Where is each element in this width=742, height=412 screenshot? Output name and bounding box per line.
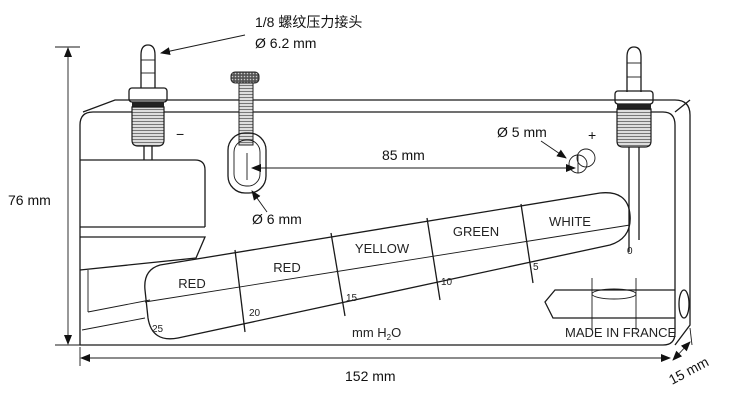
scale-divider	[520, 203, 534, 284]
band-label: WHITE	[549, 214, 591, 229]
tick-label: 10	[441, 277, 453, 288]
level-vial: MADE IN FRANCE	[544, 278, 690, 340]
hole-diameter: Ø 5 mm	[497, 124, 547, 140]
mounting-hole	[568, 148, 596, 174]
tick-label: 5	[533, 262, 539, 273]
scale-divider	[234, 249, 246, 333]
height-dimension: 76 mm	[8, 192, 51, 208]
fitting-diameter: Ø 6.2 mm	[255, 35, 316, 51]
unit-label: mm H2O	[352, 325, 401, 342]
depth-dimension: 15 mm	[666, 353, 711, 387]
minus-sign: −	[176, 126, 184, 142]
reservoir	[79, 159, 206, 313]
annotations: 1/8 螺纹压力接头 Ø 6.2 mm Ø 6 mm 85 mm Ø 5 mm …	[160, 14, 596, 227]
scale-divider	[330, 232, 346, 317]
made-in-label: MADE IN FRANCE	[565, 325, 677, 340]
spacing-label: 85 mm	[382, 147, 425, 163]
scale-divider	[426, 217, 441, 301]
band-label: RED	[178, 276, 205, 291]
plus-sign: +	[588, 127, 596, 143]
tick-label: 0	[627, 246, 633, 257]
band-label: RED	[273, 260, 300, 275]
gauge-body	[79, 99, 691, 346]
band-label: YELLOW	[355, 241, 410, 256]
tick-label: 25	[152, 324, 164, 335]
tick-label: 20	[249, 308, 261, 319]
inclined-scale: RED RED YELLOW GREEN WHITE 25 20 15 10 5…	[81, 192, 633, 342]
pressure-fitting-plus	[614, 46, 654, 252]
width-dimension: 152 mm	[345, 368, 396, 384]
band-label: GREEN	[453, 224, 499, 239]
screw-diameter: Ø 6 mm	[252, 211, 302, 227]
fitting-label: 1/8 螺纹压力接头	[255, 14, 362, 30]
pressure-fitting-minus	[128, 44, 168, 160]
tick-label: 15	[346, 293, 358, 304]
zero-adjust-screw	[227, 71, 267, 194]
